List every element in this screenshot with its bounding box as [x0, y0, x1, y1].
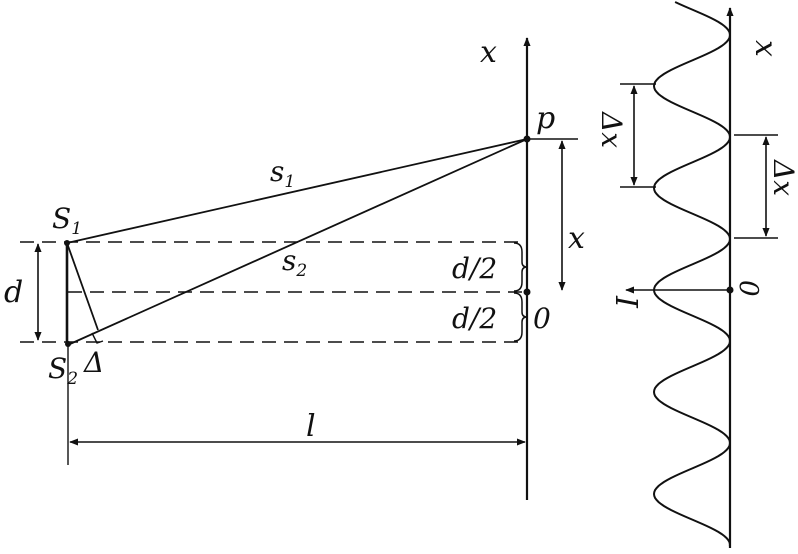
path-s1-label: s1 [270, 155, 295, 192]
origin-right-label: 0 [733, 280, 763, 297]
point-p-label: p [536, 101, 555, 136]
point-s1 [64, 240, 70, 246]
x-distance-label: x [568, 221, 585, 256]
point-s2 [65, 341, 71, 347]
brace-upper [513, 242, 528, 292]
path-s2-label: s2 [282, 244, 307, 281]
right-angle-mark [91, 332, 104, 344]
source-s2-label: S2 [48, 352, 78, 389]
ray-s1 [66, 138, 528, 244]
ray-s2 [69, 138, 528, 345]
intensity-label: I [608, 295, 643, 309]
brace-lower [513, 292, 528, 342]
d-label: d [4, 275, 23, 310]
source-s1-label: S1 [52, 202, 82, 239]
delta-label: Δ [83, 346, 104, 379]
half-d-upper-label: d/2 [452, 252, 497, 285]
delta-x-right-label: Δx [767, 159, 798, 196]
perpendicular-line [66, 242, 99, 331]
point-p [523, 135, 531, 143]
origin-left-label: 0 [533, 302, 551, 335]
delta-x-left-label: Δx [595, 111, 628, 148]
l-label: l [306, 409, 316, 444]
right-origin-point [726, 286, 734, 294]
intensity-curve [652, 1, 731, 546]
x-axis-label-left: x [480, 35, 497, 70]
point-origin [523, 288, 531, 296]
x-axis-label-right: x [748, 40, 783, 57]
half-d-lower-label: d/2 [452, 302, 497, 335]
